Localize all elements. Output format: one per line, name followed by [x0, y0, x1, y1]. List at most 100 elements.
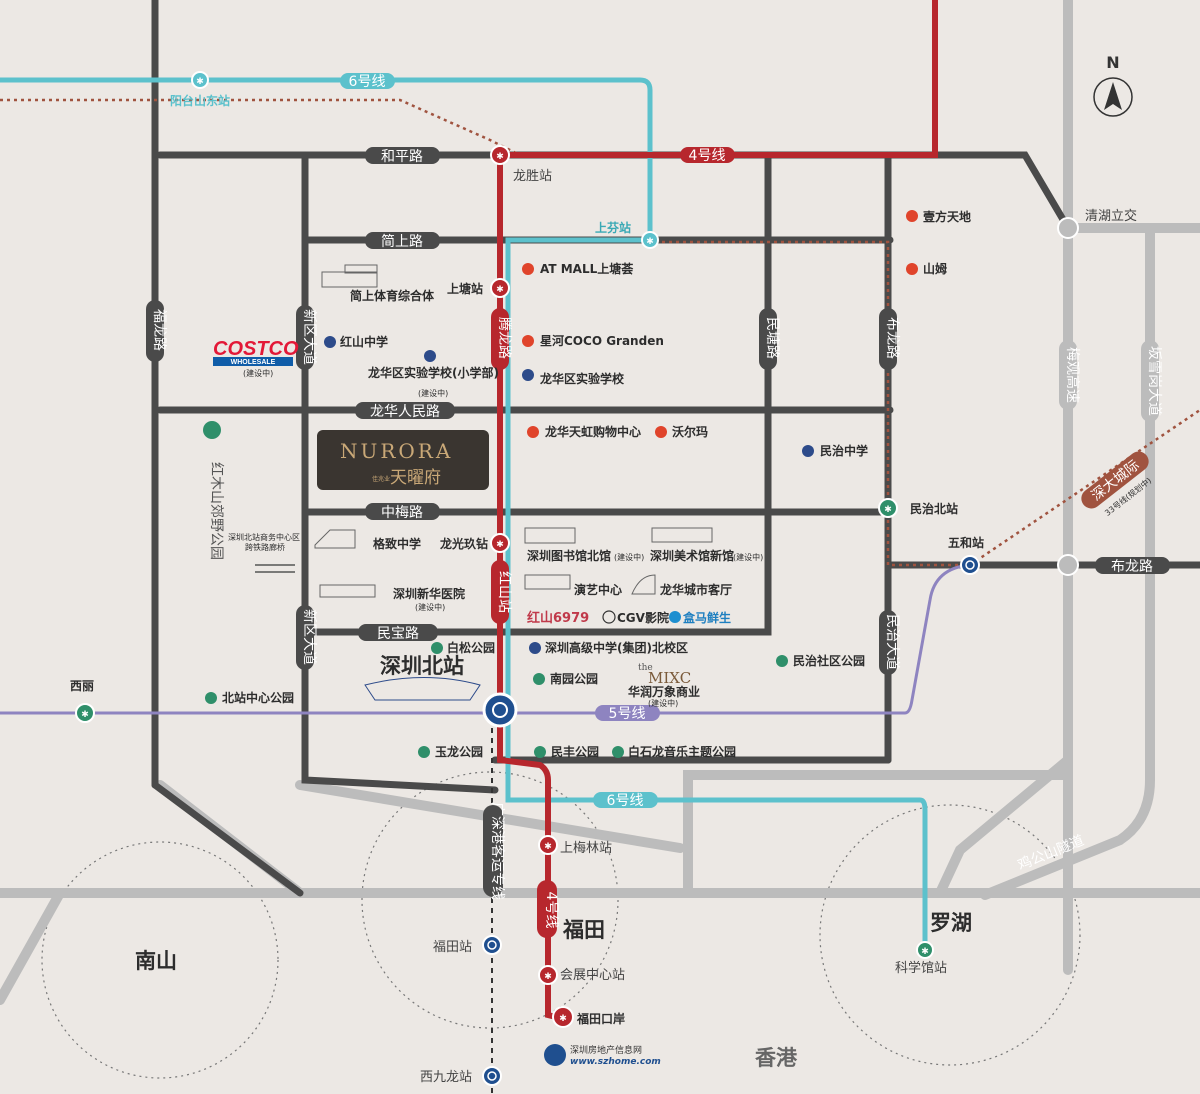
label-longguang: 龙光玖钻: [440, 536, 488, 551]
project-brand: 佳兆业: [372, 475, 390, 483]
futian-circle: [361, 771, 619, 1029]
road-bulong-v-label: 布龙路: [884, 317, 900, 359]
road-banxuegang-label: 坂雪岗大道: [1146, 346, 1162, 416]
building-icon: [524, 574, 571, 590]
costco-logo: COSTCO WHOLESALE (建设中): [213, 338, 299, 378]
dark-roads: [151, 0, 1200, 897]
svg-text:✱: ✱: [81, 710, 89, 720]
shopping-icon: [522, 335, 534, 347]
shopping-icon: [655, 426, 667, 438]
station-huizhan: ✱: [538, 965, 558, 985]
road-mintang-label: 民塘路: [764, 317, 780, 359]
park-icon: [431, 642, 443, 654]
line4-vert-badge: [537, 880, 557, 938]
svg-text:✱: ✱: [646, 237, 654, 247]
metro-stations: ✱ ✱ ✱ ✱ ✱ ✱ ✱ ✱ ✱ ✱ ✱: [75, 71, 1079, 1086]
poi-gezhi: 格致中学: [373, 536, 421, 551]
building-icon: [314, 529, 356, 549]
park-icon: [776, 655, 788, 667]
gsg-badge: [483, 805, 503, 897]
poi-hongshan-middle: 红山中学: [340, 334, 388, 349]
rail-dotted: [0, 98, 1200, 1094]
poi-longhua-exp: 龙华区实验学校: [540, 371, 625, 386]
road-jianshang-label: 简上路: [381, 233, 423, 250]
poi-bzhan-biz2: 跨铁路廊桥: [245, 542, 285, 552]
line5-label: 5号线: [609, 706, 646, 722]
poi-hongmu: 红木山郊野公园: [208, 462, 225, 560]
interchange-qinghu: [1057, 217, 1079, 239]
park-icon: [534, 746, 546, 758]
park-icon: [418, 746, 430, 758]
metro-line4: [497, 0, 938, 1021]
district-labels: 南山 福田 罗湖 香港: [135, 911, 972, 1070]
poi-yifang: 壹方天地: [923, 209, 971, 224]
svg-text:✱: ✱: [544, 972, 552, 982]
line5-path: [0, 563, 971, 715]
label-shenzhen-north: 深圳北站: [380, 654, 464, 678]
poi-nanyuan: 南园公园: [550, 671, 598, 686]
label-huizhan: 会展中心站: [560, 968, 625, 983]
station-longsheng: ✱: [490, 145, 510, 165]
poi-xinhua-hosp: 深圳新华医院: [393, 586, 465, 601]
rail-intercity: [969, 408, 1200, 567]
poi-bzhan-biz: 深圳北站商务中心区: [228, 532, 300, 542]
road-zhongmei-label: 中梅路: [381, 505, 423, 521]
road-fulong-label: 福龙路: [151, 309, 167, 351]
road-pills: 和平路 简上路 龙华人民路 中梅路 民宝路 布龙路 福龙路 新区大道 新区大道 …: [146, 147, 1170, 874]
school-icon: [424, 350, 436, 362]
compass-ring: [1093, 77, 1133, 117]
jianshang-pill: [365, 232, 440, 249]
school-icon: [802, 445, 814, 457]
poi-baisong: 白松公园: [447, 640, 495, 655]
school-icon: [324, 336, 336, 348]
district-luohu: 罗湖: [930, 911, 972, 935]
shopping-icon: [522, 263, 534, 275]
metro-line5: [0, 563, 971, 715]
poi-walmart: 沃尔玛: [672, 424, 708, 439]
fulong-pill: [146, 300, 164, 362]
park-icon: [612, 746, 624, 758]
road-bulong-e-label: 布龙路: [1111, 559, 1153, 575]
station-futian: [482, 935, 502, 955]
district-futian: 福田: [562, 918, 605, 942]
poi-yulong: 玉龙公园: [435, 744, 483, 759]
station-wuhe: [960, 555, 980, 575]
poi-minfeng: 民丰公园: [551, 744, 599, 759]
poi-atmall: AT MALL上塘荟: [540, 261, 634, 276]
svg-text:✱: ✱: [496, 152, 504, 162]
poi-mixc: 华润万象商业: [628, 684, 700, 699]
svg-text:✱: ✱: [196, 77, 204, 87]
label-xili: 西丽: [70, 679, 94, 693]
costco-bar: [213, 357, 293, 366]
label-xijiulong: 西九龙站: [420, 1070, 472, 1085]
longhua-renmin-pill: [355, 402, 455, 419]
station-shangfen: ✱: [641, 231, 659, 249]
label-kexueguan: 科学馆站: [895, 960, 947, 976]
svg-text:✱: ✱: [496, 540, 504, 550]
project-card: NURORA 佳兆业 天曜府: [317, 430, 489, 490]
poi-tianhong: 龙华天虹购物中心: [545, 424, 641, 439]
station-xili: ✱: [75, 703, 95, 723]
watermark-title: 深圳房地产信息网: [570, 1044, 642, 1056]
label-futian-st: 福田站: [433, 940, 472, 955]
school-icon: [522, 369, 534, 381]
district-circles: [41, 771, 1081, 1079]
banxuegang-avenue: [980, 223, 1155, 900]
lower-left-road: [0, 888, 65, 1005]
station-shangtang: ✱: [490, 278, 510, 298]
rail-top: [0, 98, 521, 157]
watermark-url: www.szhome.com: [570, 1057, 661, 1067]
watermark: 深圳房地产信息网 www.szhome.com: [544, 1044, 661, 1067]
intercity-pill: [1081, 451, 1149, 509]
lower-connector: [683, 770, 1073, 898]
station-shangmeilin: ✱: [538, 835, 558, 855]
station-xijiulong: [482, 1066, 502, 1086]
line6-path: [0, 77, 928, 950]
road-fulong-south: [151, 781, 304, 897]
road-xinqu2-label: 新区大道: [301, 609, 317, 665]
poi-xinghe: 星河COCO Granden: [540, 333, 664, 348]
gsg-label: 广深港客运专线: [489, 802, 506, 900]
station-futian-port: ✱: [552, 1006, 574, 1028]
road-xinqu1-label: 新区大道: [301, 309, 317, 365]
